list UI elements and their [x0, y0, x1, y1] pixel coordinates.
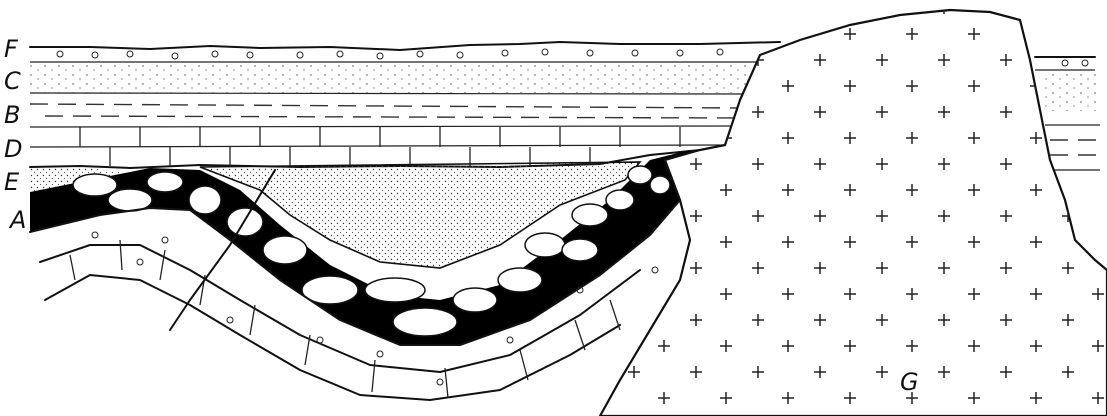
- label-a: A: [8, 206, 26, 234]
- label-b: B: [4, 101, 20, 129]
- label-f: F: [4, 35, 19, 63]
- label-e: E: [4, 168, 20, 196]
- label-d: D: [4, 135, 22, 163]
- label-g: G: [900, 368, 919, 396]
- label-c: C: [4, 67, 21, 95]
